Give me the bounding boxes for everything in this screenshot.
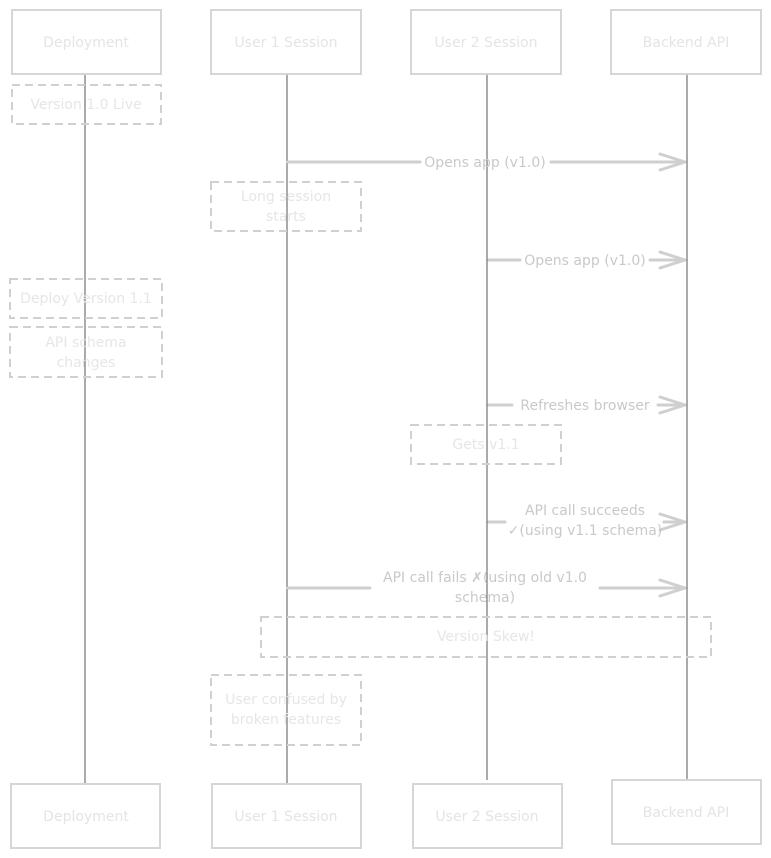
message-api-call-fails: API call fails ✗(using old v1.0 schema): [286, 570, 687, 606]
note-text-line1: Long session: [241, 189, 331, 205]
note-text-line2: broken features: [231, 712, 341, 728]
actor-user1-top: User 1 Session: [210, 9, 362, 75]
note-long-session: Long session starts: [210, 181, 362, 232]
note-gets-version: Gets v1.1: [410, 424, 562, 465]
actor-label: Deployment: [43, 809, 129, 825]
message-user2-refresh: Refreshes browser: [487, 395, 687, 415]
note-user-confused: User confused by broken features: [210, 674, 362, 746]
note-text-line2: starts: [266, 209, 306, 225]
actor-label: Backend API: [643, 35, 729, 51]
note-text: Version 1.0 Live: [30, 97, 141, 113]
note-version-live: Version 1.0 Live: [11, 84, 162, 125]
message-label: Opens app (v1.0): [424, 155, 545, 171]
actor-deployment-bottom: Deployment: [10, 783, 161, 849]
note-text: Deploy Version 1.1: [20, 291, 152, 307]
note-text-line1: User confused by: [225, 692, 347, 708]
message-user2-opens-app: Opens app (v1.0): [487, 250, 687, 270]
note-text-line1: API schema: [45, 335, 126, 351]
note-deploy-version: Deploy Version 1.1: [9, 278, 163, 319]
note-text: Gets v1.1: [452, 437, 519, 453]
note-version-skew: Version Skew!: [260, 616, 712, 658]
note-schema-changes: API schema changes: [9, 326, 163, 378]
message-label-line1: API call fails ✗(using old v1.0: [383, 570, 587, 586]
note-text: Version Skew!: [437, 629, 535, 645]
message-label: Refreshes browser: [520, 398, 649, 414]
actor-label: Backend API: [643, 805, 729, 821]
message-api-call-succeeds: API call succeeds ✓(using v1.1 schema): [487, 503, 687, 539]
actor-label: Deployment: [43, 35, 129, 51]
message-label-line2: schema): [455, 590, 515, 606]
message-user1-opens-app: Opens app (v1.0): [286, 152, 687, 172]
message-label-line1: API call succeeds: [525, 503, 645, 519]
actor-user2-top: User 2 Session: [410, 9, 562, 75]
actor-backend-bottom: Backend API: [611, 779, 762, 845]
note-text-line2: changes: [57, 355, 116, 371]
actor-label: User 1 Session: [234, 35, 337, 51]
message-label-line2: ✓(using v1.1 schema): [508, 523, 663, 539]
actor-label: User 2 Session: [434, 35, 537, 51]
actor-user1-bottom: User 1 Session: [211, 783, 362, 849]
actor-user2-bottom: User 2 Session: [412, 783, 563, 849]
actor-label: User 1 Session: [234, 809, 337, 825]
actor-deployment-top: Deployment: [11, 9, 162, 75]
actor-label: User 2 Session: [435, 809, 538, 825]
message-label: Opens app (v1.0): [524, 253, 645, 269]
actor-backend-top: Backend API: [610, 9, 762, 75]
